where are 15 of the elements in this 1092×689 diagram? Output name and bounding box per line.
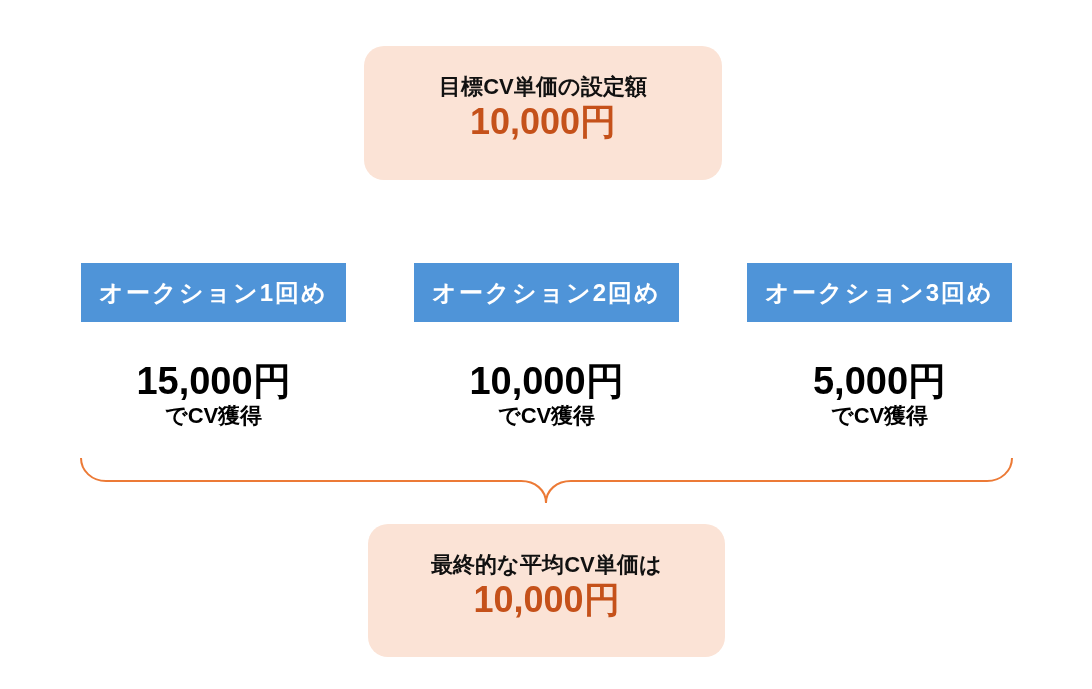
heading-text: 目標CV単価の設定額 xyxy=(439,73,647,101)
rounded-box xyxy=(368,524,725,657)
amount-text: 10,000円 xyxy=(469,360,624,402)
caption-text: でCV獲得 xyxy=(497,402,596,430)
auction-label: オークション1回め xyxy=(81,263,346,322)
value-text: 10,000円 xyxy=(469,101,617,143)
amount-text: 15,000円 xyxy=(136,360,291,402)
value-text: 10,000円 xyxy=(473,578,620,621)
auction-label: オークション3回め xyxy=(747,263,1012,322)
amount-text: 5,000円 xyxy=(812,360,947,402)
caption-text: でCV獲得 xyxy=(164,402,263,430)
rounded-box xyxy=(364,46,722,180)
heading-text: 最終的な平均CV単価は xyxy=(431,550,662,579)
caption-text: でCV獲得 xyxy=(830,402,929,430)
auction-label: オークション2回め xyxy=(414,263,679,322)
